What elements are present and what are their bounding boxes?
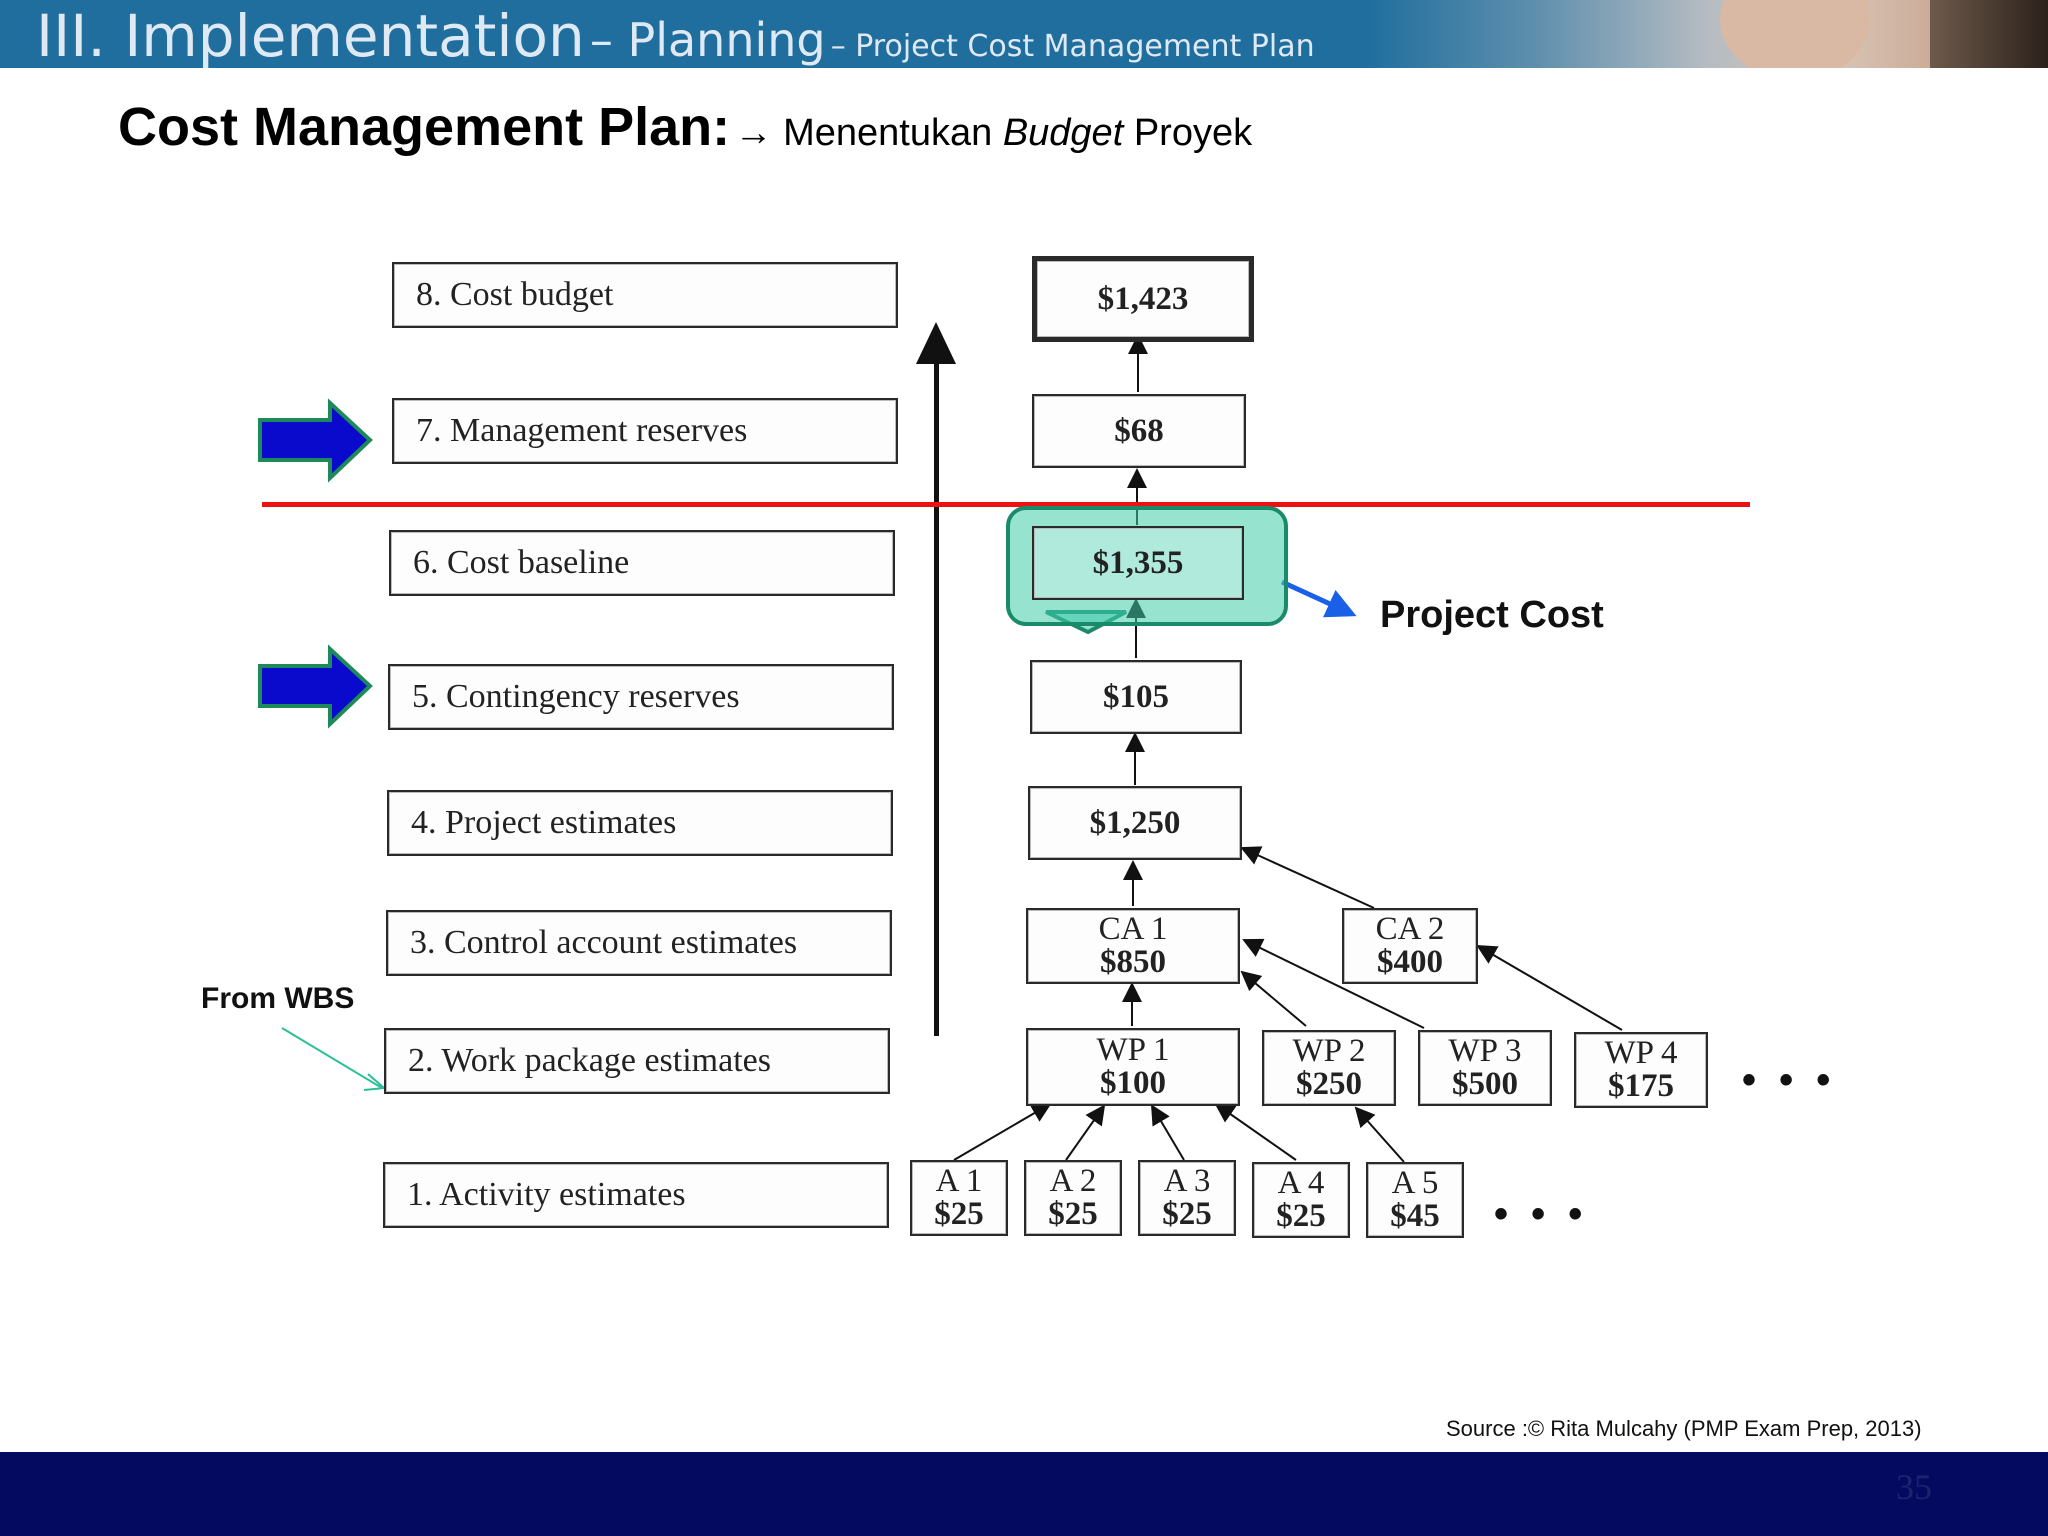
wp1-name: WP 1: [1096, 1032, 1170, 1068]
step-3-label: 3. Control account estimates: [410, 924, 798, 961]
value-management-reserves-text: $68: [1114, 412, 1164, 449]
project-cost-arrow: [1280, 579, 1357, 618]
control-account-2: CA 2$400: [1342, 908, 1478, 984]
step-7-label: 7. Management reserves: [416, 412, 748, 449]
slide-title-sub-suffix: Proyek: [1123, 112, 1253, 154]
ca1-name: CA 1: [1098, 911, 1168, 947]
hair-image: [1930, 0, 2048, 68]
arrow-wp3-to-ca1: [1242, 938, 1425, 1029]
arrow-wp4-to-ca2: [1476, 944, 1623, 1031]
step-2-work-package-estimates: 2. Work package estimates: [384, 1028, 890, 1094]
a3-name: A 3: [1163, 1163, 1211, 1199]
work-package-3: WP 3$500: [1418, 1030, 1552, 1106]
wp3-value: $500: [1452, 1066, 1518, 1102]
value-project-estimates-text: $1,250: [1089, 804, 1181, 841]
a5-value: $45: [1390, 1198, 1440, 1234]
step-7-management-reserves: 7. Management reserves: [392, 398, 898, 464]
activity-4: A 4$25: [1252, 1162, 1350, 1238]
wp2-name: WP 2: [1292, 1033, 1366, 1069]
page-number: 35: [1896, 1467, 1932, 1507]
wp3-name: WP 3: [1448, 1033, 1522, 1069]
work-package-1: WP 1$100: [1026, 1028, 1240, 1106]
header-subsection: – Planning: [589, 13, 826, 67]
value-cost-baseline-text: $1,355: [1092, 544, 1184, 581]
activity-5: A 5$45: [1366, 1162, 1464, 1238]
ca1-value: $850: [1100, 944, 1166, 980]
work-package-2: WP 2$250: [1262, 1030, 1396, 1106]
a4-value: $25: [1276, 1198, 1326, 1234]
value-project-estimates: $1,250: [1028, 786, 1242, 860]
wp4-name: WP 4: [1604, 1035, 1678, 1071]
value-contingency-reserves-text: $105: [1103, 678, 1169, 715]
value-cost-budget: $1,423: [1032, 256, 1254, 342]
arrow-a1-to-wp1: [953, 1102, 1052, 1161]
vertical-arrow-head: [916, 322, 956, 364]
step-6-cost-baseline: 6. Cost baseline: [389, 530, 895, 596]
step-1-activity-estimates: 1. Activity estimates: [383, 1162, 889, 1228]
reserves-divider-line: [262, 502, 1750, 507]
footer-bar: 35: [0, 1452, 2048, 1536]
header-photo: [1366, 0, 2048, 68]
a2-value: $25: [1048, 1196, 1098, 1232]
activity-ellipsis: • • •: [1494, 1192, 1589, 1236]
vertical-arrow-shaft: [934, 360, 939, 1036]
a4-name: A 4: [1277, 1165, 1325, 1201]
marker-arrow-management-reserves: [258, 398, 373, 483]
a1-name: A 1: [935, 1163, 983, 1199]
header-bar: III. Implementation – Planning – Project…: [0, 0, 2048, 68]
a1-value: $25: [934, 1196, 984, 1232]
step-8-label: 8. Cost budget: [416, 276, 614, 313]
step-5-label: 5. Contingency reserves: [412, 678, 740, 715]
step-4-project-estimates: 4. Project estimates: [387, 790, 893, 856]
a2-name: A 2: [1049, 1163, 1097, 1199]
header-topic: – Project Cost Management Plan: [830, 29, 1315, 64]
arrow-a3-to-wp1: [1150, 1104, 1185, 1161]
wp2-value: $250: [1296, 1066, 1362, 1102]
value-cost-budget-text: $1,423: [1097, 280, 1189, 317]
from-wbs-arrow: [281, 1027, 383, 1089]
control-account-1: CA 1$850: [1026, 908, 1240, 984]
marker-arrow-contingency-reserves: [258, 644, 373, 729]
step-1-label: 1. Activity estimates: [407, 1176, 686, 1213]
step-5-contingency-reserves: 5. Contingency reserves: [388, 664, 894, 730]
work-package-4: WP 4$175: [1574, 1032, 1708, 1108]
value-cost-baseline: $1,355: [1032, 526, 1244, 600]
wp1-value: $100: [1100, 1065, 1166, 1101]
work-package-ellipsis: • • •: [1742, 1058, 1837, 1102]
arrow-wp2-to-ca1: [1240, 970, 1307, 1027]
source-citation: Source :© Rita Mulcahy (PMP Exam Prep, 2…: [1446, 1416, 1922, 1441]
project-cost-label: Project Cost: [1380, 594, 1604, 636]
arrow-ca2-to-1250: [1240, 846, 1375, 909]
activity-2: A 2$25: [1024, 1160, 1122, 1236]
step-6-label: 6. Cost baseline: [413, 544, 630, 581]
slide-title-main: Cost Management Plan:: [118, 97, 731, 157]
value-management-reserves: $68: [1032, 394, 1246, 468]
ca2-name: CA 2: [1375, 911, 1445, 947]
arrow-a2-to-wp1: [1065, 1104, 1106, 1161]
activity-1: A 1$25: [910, 1160, 1008, 1236]
arrow-a5-to-wp2: [1354, 1106, 1405, 1163]
arrow-a4-to-wp1: [1214, 1102, 1297, 1161]
ca2-value: $400: [1377, 944, 1443, 980]
header-section: III. Implementation: [36, 2, 585, 68]
step-2-label: 2. Work package estimates: [408, 1042, 771, 1079]
face-image: [1720, 0, 1870, 68]
header-title: III. Implementation – Planning – Project…: [36, 2, 1315, 68]
step-4-label: 4. Project estimates: [411, 804, 677, 841]
a3-value: $25: [1162, 1196, 1212, 1232]
slide-title: Cost Management Plan: → Menentukan Budge…: [118, 96, 1252, 158]
value-contingency-reserves: $105: [1030, 660, 1242, 734]
slide-title-arrow: →: [734, 112, 773, 154]
slide-title-sub-italic: Budget: [1002, 112, 1124, 154]
activity-3: A 3$25: [1138, 1160, 1236, 1236]
from-wbs-label: From WBS: [201, 982, 355, 1015]
step-8-cost-budget: 8. Cost budget: [392, 262, 898, 328]
wp4-value: $175: [1608, 1068, 1674, 1104]
step-3-control-account-estimates: 3. Control account estimates: [386, 910, 892, 976]
slide-title-sub-prefix: Menentukan: [772, 112, 1003, 154]
a5-name: A 5: [1391, 1165, 1439, 1201]
from-wbs-arrowhead: [363, 1073, 387, 1091]
